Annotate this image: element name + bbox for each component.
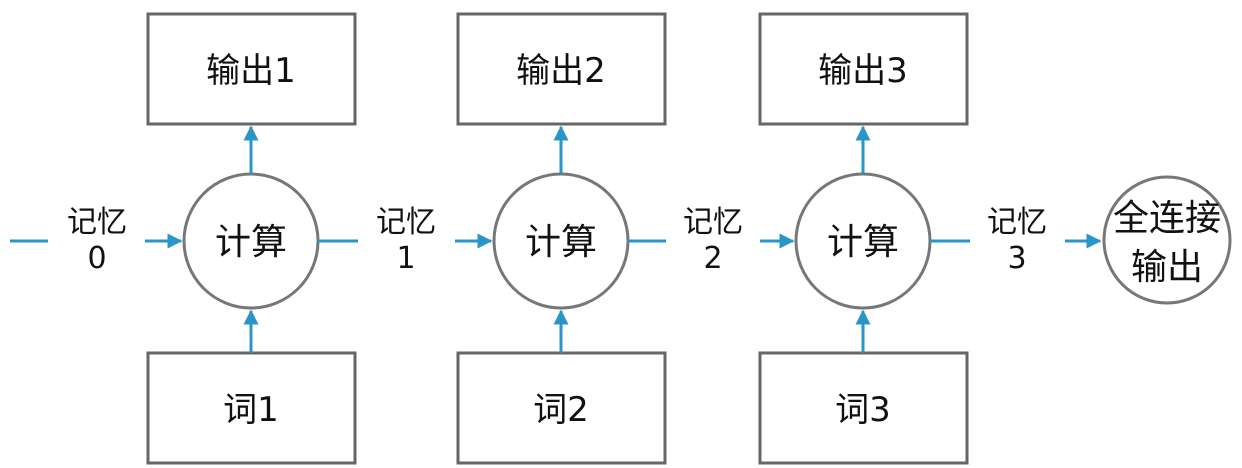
- memory-word-2: 记忆: [683, 205, 743, 240]
- memory-label-1: 记忆 1: [376, 205, 436, 276]
- memory-word-0: 记忆: [67, 205, 127, 240]
- word-label-1: 词1: [223, 390, 279, 430]
- output-box-3: 输出3: [758, 12, 969, 126]
- output-box-2: 输出2: [456, 12, 667, 126]
- compute-node-1: 计算: [182, 172, 320, 310]
- memory-index-3: 3: [1007, 241, 1026, 276]
- compute-node-3: 计算: [794, 172, 932, 310]
- compute-label-2: 计算: [525, 222, 597, 263]
- word-box-2: 词2: [456, 351, 667, 465]
- output-box-1: 输出1: [146, 12, 357, 126]
- memory-index-1: 1: [396, 241, 415, 276]
- memory-word-1: 记忆: [376, 205, 436, 240]
- compute-label-1: 计算: [215, 222, 287, 263]
- word-label-2: 词2: [533, 390, 589, 430]
- fc-output-line1: 全连接: [1113, 198, 1221, 239]
- fc-output-node: 全连接 输出: [1102, 175, 1232, 305]
- output-label-3: 输出3: [818, 51, 908, 91]
- output-label-1: 输出1: [206, 51, 296, 91]
- memory-word-3: 记忆: [987, 205, 1047, 240]
- output-label-2: 输出2: [516, 51, 606, 91]
- word-label-3: 词3: [835, 390, 891, 430]
- memory-index-2: 2: [703, 241, 722, 276]
- memory-label-2: 记忆 2: [683, 205, 743, 276]
- memory-index-0: 0: [87, 241, 106, 276]
- word-box-1: 词1: [146, 351, 357, 465]
- word-box-3: 词3: [758, 351, 969, 465]
- compute-node-2: 计算: [492, 172, 630, 310]
- fc-output-line2: 输出: [1131, 247, 1203, 288]
- memory-label-3: 记忆 3: [987, 205, 1047, 276]
- compute-label-3: 计算: [827, 222, 899, 263]
- memory-label-0: 记忆 0: [67, 205, 127, 276]
